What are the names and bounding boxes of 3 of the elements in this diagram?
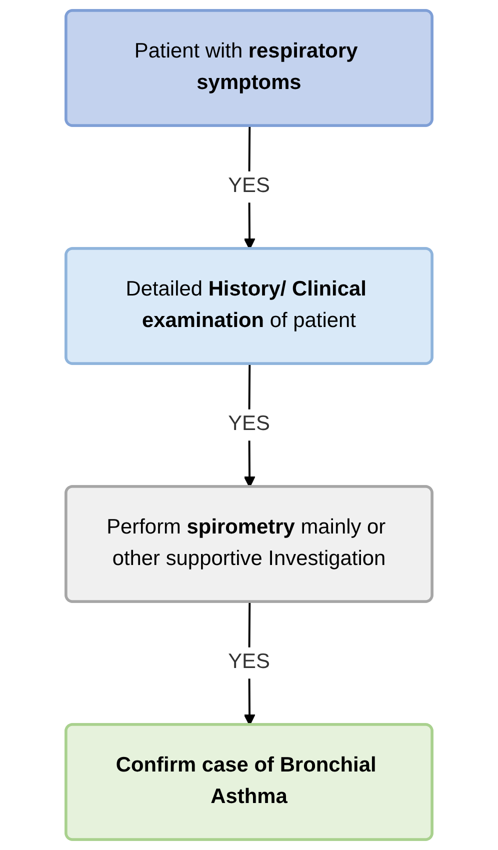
edge-label: YES bbox=[228, 413, 270, 436]
edge-label: YES bbox=[228, 651, 270, 674]
edge-label: YES bbox=[228, 175, 270, 198]
